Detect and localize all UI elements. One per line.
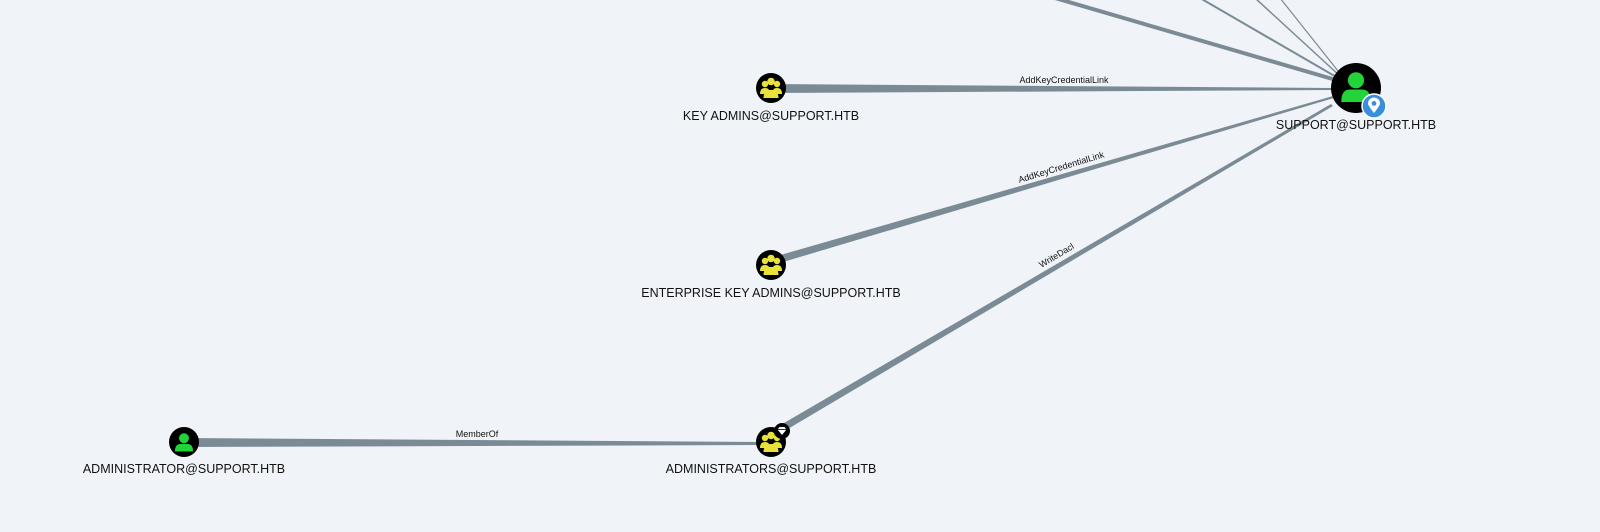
node-administrator[interactable]: ADMINISTRATOR@SUPPORT.HTB [83, 427, 285, 476]
node-ring [756, 73, 786, 103]
node-key-admins[interactable]: KEY ADMINS@SUPPORT.HTB [683, 73, 859, 123]
node-label: SUPPORT@SUPPORT.HTB [1276, 118, 1436, 132]
node-enterprise-key-admins[interactable]: ENTERPRISE KEY ADMINS@SUPPORT.HTB [641, 250, 901, 300]
edges [185, 84, 1334, 447]
edge-offscreen-3[interactable] [1255, 0, 1341, 77]
edge-key-admins[interactable] [771, 84, 1333, 93]
node-support[interactable]: SUPPORT@SUPPORT.HTB [1276, 63, 1436, 132]
node-label: KEY ADMINS@SUPPORT.HTB [683, 109, 859, 123]
edge-label-key-admins: AddKeyCredentialLink [1019, 75, 1109, 85]
gem-icon [774, 423, 790, 439]
node-label: ADMINISTRATORS@SUPPORT.HTB [666, 462, 877, 476]
node-ring [756, 250, 786, 280]
map-pin-icon [1361, 93, 1387, 119]
edge-offscreen-4[interactable] [1280, 0, 1343, 77]
offscreen-edges [1054, 0, 1343, 82]
edge-label-memberof: MemberOf [456, 429, 499, 439]
node-label: ADMINISTRATOR@SUPPORT.HTB [83, 462, 285, 476]
node-label: ENTERPRISE KEY ADMINS@SUPPORT.HTB [641, 286, 901, 300]
node-administrators[interactable]: ADMINISTRATORS@SUPPORT.HTB [666, 423, 877, 476]
edge-offscreen-2[interactable] [1200, 0, 1339, 79]
edge-administrators[interactable] [772, 104, 1333, 436]
edge-offscreen-1[interactable] [1054, 0, 1338, 82]
edge-memberof[interactable] [185, 438, 765, 447]
edge-enterprise-key-admins[interactable] [770, 96, 1334, 265]
